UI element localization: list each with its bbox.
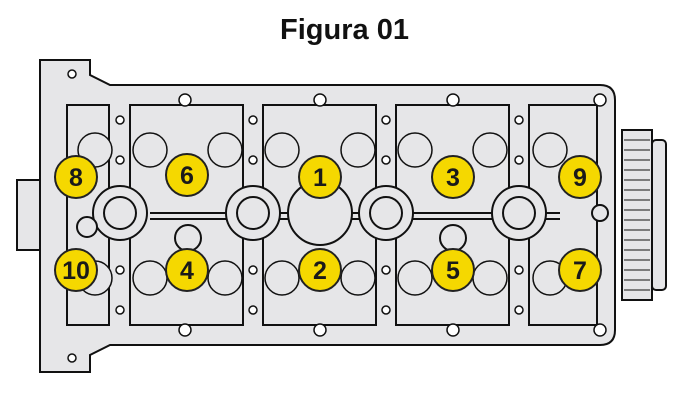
bolt-6: 6 (165, 153, 209, 197)
bolt-9: 9 (558, 155, 602, 199)
figure-title: Figura 01 (280, 14, 409, 46)
bolt-10: 10 (54, 248, 98, 292)
svg-text:1: 1 (313, 164, 327, 192)
bolt-1: 1 (298, 155, 342, 199)
svg-text:4: 4 (180, 257, 194, 285)
left-tab (16, 179, 42, 251)
bolt-5: 5 (431, 248, 475, 292)
bolt-8: 8 (54, 155, 98, 199)
svg-text:8: 8 (69, 164, 83, 192)
svg-text:9: 9 (573, 164, 587, 192)
svg-text:7: 7 (573, 257, 587, 285)
bolt-3: 3 (431, 155, 475, 199)
svg-text:3: 3 (446, 164, 460, 192)
bolt-4: 4 (165, 248, 209, 292)
svg-text:2: 2 (313, 257, 327, 285)
cam-gear (621, 129, 653, 301)
bolt-7: 7 (558, 248, 602, 292)
svg-text:10: 10 (62, 257, 90, 285)
svg-text:5: 5 (446, 257, 460, 285)
bolt-2: 2 (298, 248, 342, 292)
svg-text:6: 6 (180, 162, 194, 190)
